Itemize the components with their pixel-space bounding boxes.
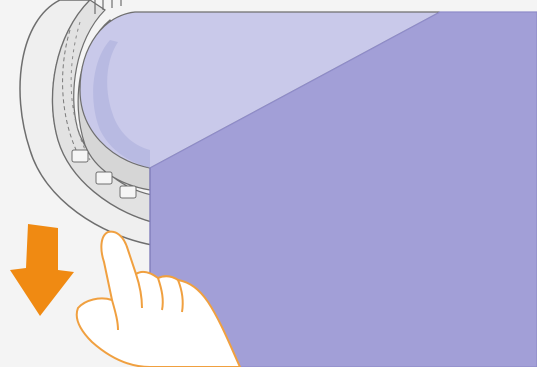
- illustration-stage: [0, 0, 537, 367]
- roll-loading-diagram: [0, 0, 537, 367]
